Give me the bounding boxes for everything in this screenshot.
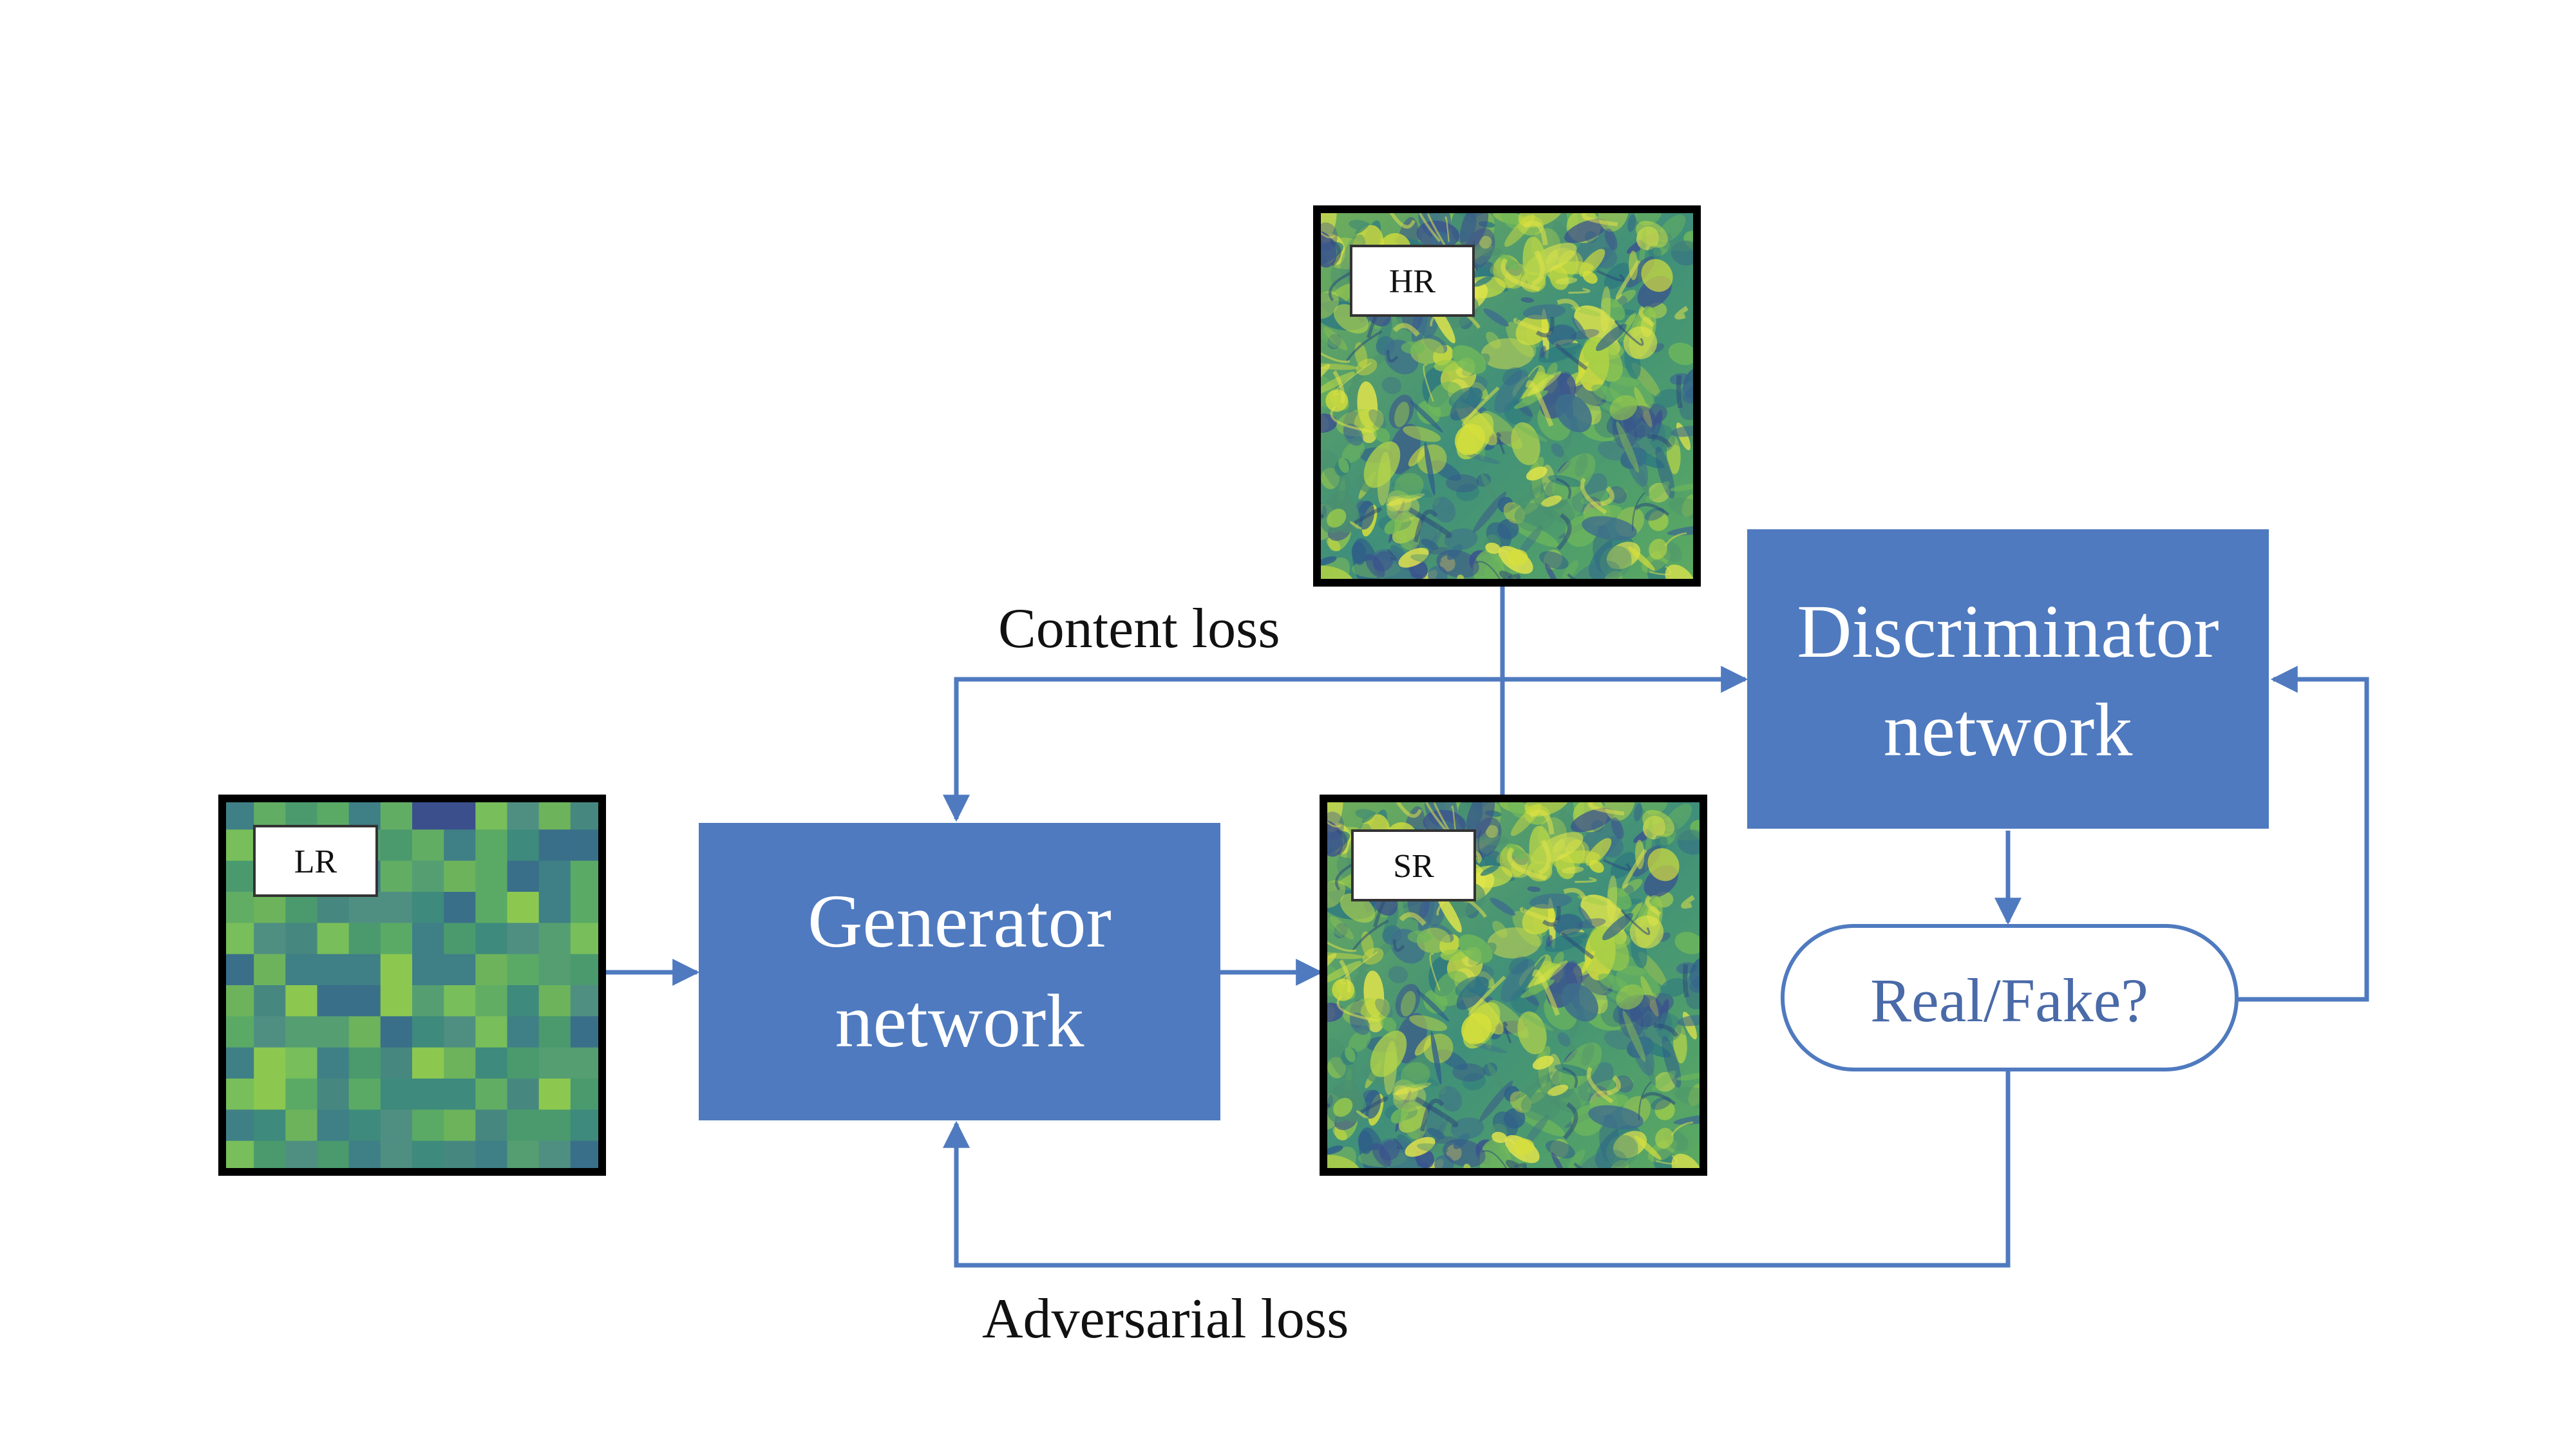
edge-decision-to-discriminator: [2237, 666, 2369, 1002]
generator-network: Generator network: [699, 823, 1220, 1120]
generator-title-line2: network: [835, 979, 1084, 1063]
connectors: [605, 586, 2369, 1268]
generator-title-line1: Generator: [808, 879, 1112, 963]
hr-image-border: [1313, 205, 1701, 587]
content-loss-label: Content loss: [998, 598, 1280, 660]
sr-image-texture: [1323, 798, 1703, 1172]
hr-label: HR: [1389, 263, 1436, 300]
discriminator-title-line1: Discriminator: [1797, 589, 2219, 674]
lr-image: LR: [218, 795, 606, 1176]
decision-label: Real/Fake?: [1870, 966, 2148, 1035]
real-fake-decision: Real/Fake?: [1781, 924, 2239, 1071]
generator-box: [699, 823, 1220, 1120]
discriminator-network: Discriminator network: [1747, 529, 2269, 829]
hr-image: HR: [1313, 205, 1701, 587]
hr-label-box: [1350, 245, 1475, 317]
sr-label: SR: [1393, 848, 1434, 885]
adversarial-loss-label: Adversarial loss: [982, 1288, 1349, 1350]
sr-image: SR: [1320, 795, 1707, 1176]
edge-content-loss: [943, 666, 1748, 822]
sr-image-border: [1320, 795, 1707, 1176]
discriminator-title-line2: network: [1884, 688, 2133, 772]
lr-image-border: [218, 795, 606, 1176]
sr-label-box: [1351, 829, 1476, 901]
edge-adversarial-loss: [943, 1070, 2011, 1268]
lr-image-tiles: [222, 798, 602, 1172]
discriminator-box: [1747, 529, 2269, 829]
lr-label: LR: [294, 844, 337, 880]
decision-shape: [1781, 924, 2239, 1071]
lr-label-box: [253, 825, 378, 897]
